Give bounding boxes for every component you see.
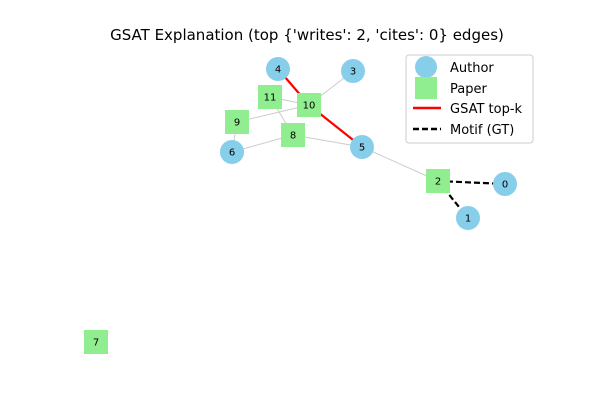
node-label: 9 [234, 118, 240, 129]
paper-node-marker [281, 123, 305, 147]
node-10: 10 [297, 93, 321, 117]
nodes-layer: 0 1 2 3 4 5 6 7 8 9 10 11 [84, 57, 517, 354]
node-label: 8 [290, 131, 296, 142]
node-3: 3 [341, 59, 365, 83]
node-label: 2 [435, 177, 441, 188]
node-1: 1 [456, 206, 480, 230]
node-label: 4 [275, 65, 281, 76]
legend: Author Paper GSAT top-k Motif (GT) [405, 54, 534, 144]
author-node-marker [341, 59, 365, 83]
node-6: 6 [220, 140, 244, 164]
legend-paper-marker [415, 77, 437, 99]
node-0: 0 [493, 172, 517, 196]
node-5: 5 [350, 135, 374, 159]
author-node-marker [456, 206, 480, 230]
paper-node-marker [225, 110, 249, 134]
author-node-marker [266, 57, 290, 81]
legend-gsat-label: GSAT top-k [450, 102, 523, 117]
figure-title: GSAT Explanation (top {'writes': 2, 'cit… [110, 26, 504, 44]
node-label: 7 [93, 338, 99, 349]
node-4: 4 [266, 57, 290, 81]
paper-node-marker [84, 330, 108, 354]
node-label: 6 [229, 148, 235, 159]
legend-author-label: Author [450, 61, 494, 76]
node-label: 1 [465, 214, 471, 225]
author-node-marker [493, 172, 517, 196]
legend-author-marker [415, 56, 437, 78]
paper-node-marker [297, 93, 321, 117]
node-label: 5 [359, 143, 365, 154]
node-2: 2 [426, 169, 450, 193]
node-11: 11 [258, 85, 282, 109]
node-label: 10 [303, 101, 316, 112]
node-label: 3 [350, 67, 356, 78]
node-9: 9 [225, 110, 249, 134]
legend-motif-label: Motif (GT) [450, 123, 514, 138]
node-label: 0 [502, 180, 508, 191]
node-label: 11 [264, 93, 277, 104]
paper-node-marker [426, 169, 450, 193]
legend-box [405, 54, 534, 144]
author-node-marker [350, 135, 374, 159]
node-7: 7 [84, 330, 108, 354]
edge-5-2 [361, 146, 439, 182]
legend-paper-label: Paper [450, 82, 487, 97]
node-8: 8 [281, 123, 305, 147]
paper-node-marker [258, 85, 282, 109]
author-node-marker [220, 140, 244, 164]
